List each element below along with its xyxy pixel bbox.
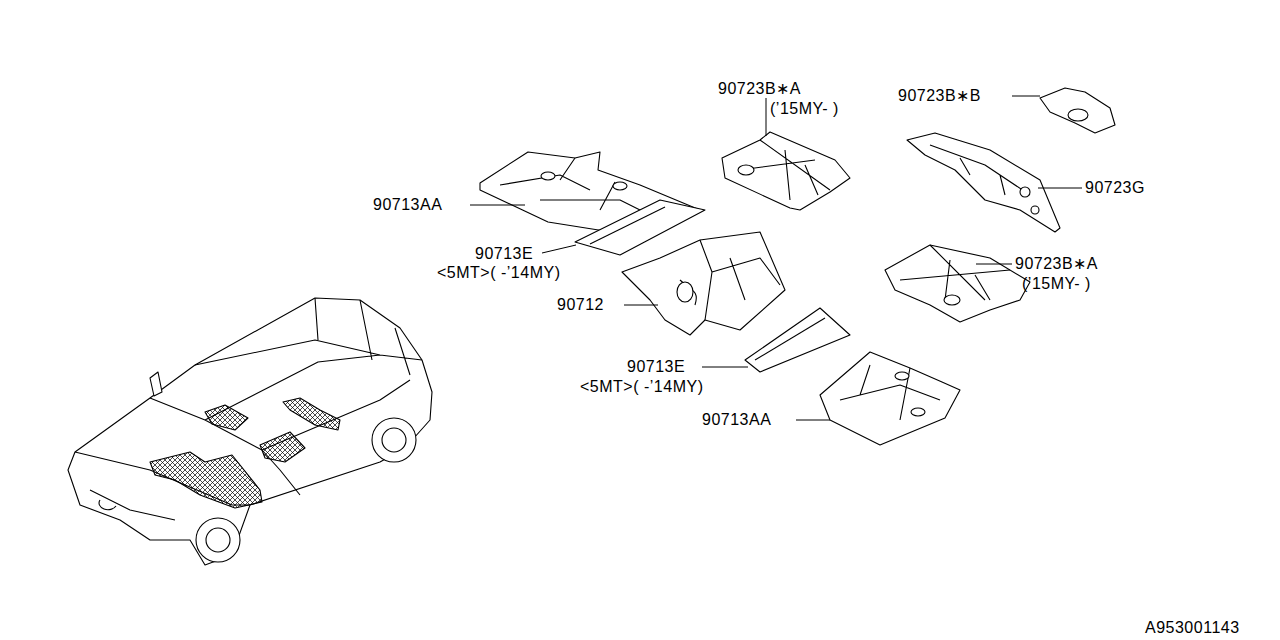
car-body [68, 298, 432, 565]
part-number: 90712 [557, 296, 604, 314]
part-number: 90713AA [373, 196, 442, 214]
part-number: 90723B∗B [898, 87, 981, 105]
part-number: 90713E [627, 358, 685, 376]
part-number: 90713E [475, 245, 533, 263]
part-number: 90723B∗A [1015, 255, 1098, 273]
leader-lines [470, 96, 1082, 420]
part-number: <5MT>( -’14MY) [580, 378, 703, 396]
part-number: 90723G [1085, 179, 1145, 197]
part-number: 90713AA [702, 411, 771, 429]
part-number: (’15MY- ) [1022, 275, 1091, 293]
part-number: <5MT>( -’14MY) [437, 264, 560, 282]
part-number: (’15MY- ) [770, 100, 839, 118]
diagram-id: A953001143 [1145, 619, 1240, 637]
part-number: 90723B∗A [718, 80, 801, 98]
